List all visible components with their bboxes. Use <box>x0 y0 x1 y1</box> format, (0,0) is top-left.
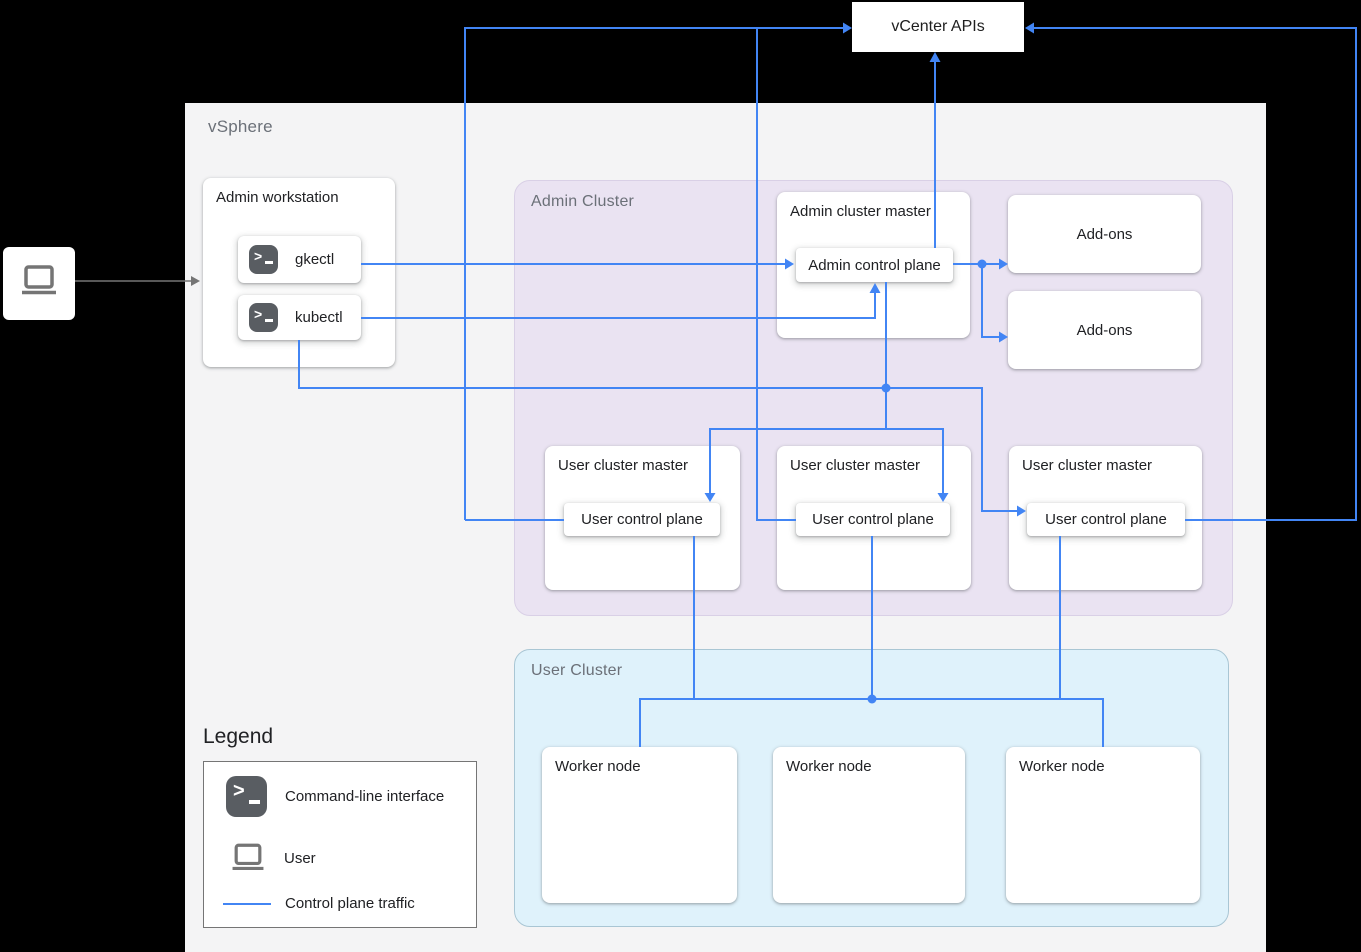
user-cluster-master-title-3: User cluster master <box>1022 457 1153 474</box>
user-control-plane-label-1: User control plane <box>581 511 703 528</box>
addons-card-1: Add-ons <box>1008 195 1201 273</box>
kubectl-node: > kubectl <box>238 295 361 340</box>
worker-node-title-1: Worker node <box>555 758 641 775</box>
addons-label-1: Add-ons <box>1076 225 1133 243</box>
worker-node-card-3: Worker node <box>1006 747 1200 903</box>
legend-item-traffic: Control plane traffic <box>223 895 415 912</box>
terminal-icon: > <box>249 303 278 332</box>
user-cluster-master-title-2: User cluster master <box>790 457 921 474</box>
admin-cluster-label: Admin Cluster <box>531 193 635 210</box>
admin-control-plane-node: Admin control plane <box>796 248 953 282</box>
terminal-icon: > <box>226 776 267 817</box>
legend-title: Legend <box>203 725 274 748</box>
user-control-plane-node-3: User control plane <box>1027 503 1185 536</box>
gkectl-node: > gkectl <box>238 236 361 283</box>
vcenter-apis-label: vCenter APIs <box>891 18 985 35</box>
legend-label-user: User <box>284 849 316 867</box>
vsphere-label: vSphere <box>208 117 273 136</box>
legend-item-cli: > Command-line interface <box>226 776 444 817</box>
user-control-plane-label-2: User control plane <box>812 511 934 528</box>
user-cluster-master-title-1: User cluster master <box>558 457 689 474</box>
addons-label-2: Add-ons <box>1076 321 1133 339</box>
terminal-icon: > <box>249 245 278 274</box>
user-cluster-label: User Cluster <box>531 662 623 679</box>
worker-node-title-2: Worker node <box>786 758 872 775</box>
worker-node-card-2: Worker node <box>773 747 965 903</box>
worker-node-title-3: Worker node <box>1019 758 1105 775</box>
admin-cluster-master-title: Admin cluster master <box>790 203 931 220</box>
user-control-plane-node-1: User control plane <box>564 503 720 536</box>
legend-label-cli: Command-line interface <box>285 788 445 805</box>
laptop-icon <box>228 840 268 876</box>
admin-control-plane-label: Admin control plane <box>808 256 941 274</box>
laptop-icon <box>17 262 61 305</box>
kubectl-label: kubectl <box>295 309 343 326</box>
vcenter-apis-node: vCenter APIs <box>852 2 1024 52</box>
gkectl-label: gkectl <box>295 251 335 268</box>
worker-node-card-1: Worker node <box>542 747 737 903</box>
addons-card-2: Add-ons <box>1008 291 1201 369</box>
admin-workstation-title: Admin workstation <box>216 189 339 206</box>
control-plane-traffic-line <box>223 902 271 905</box>
user-node <box>3 247 75 320</box>
user-control-plane-label-3: User control plane <box>1045 511 1167 528</box>
legend-item-user: User <box>228 840 316 876</box>
user-control-plane-node-2: User control plane <box>796 503 950 536</box>
admin-workstation-card: Admin workstation > gkectl > kubectl <box>203 178 395 367</box>
legend-label-traffic: Control plane traffic <box>285 895 415 912</box>
legend-box: > Command-line interface User Control pl… <box>203 761 477 928</box>
